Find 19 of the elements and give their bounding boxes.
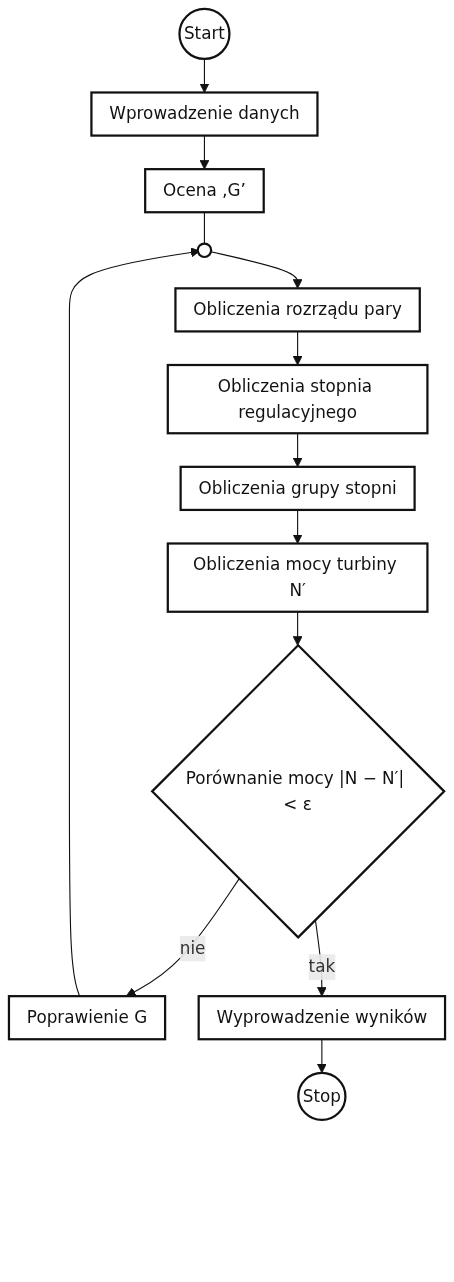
node-box: Ocena ‚G’ xyxy=(144,168,265,214)
node-box: Wyprowadzenie wyników xyxy=(197,995,447,1041)
arrow xyxy=(292,611,303,646)
node-box: Obliczenia rozrządu pary xyxy=(174,287,421,333)
arrow xyxy=(292,509,303,544)
arrow xyxy=(126,878,240,997)
node-box: Obliczenia stopnia regulacyjnego xyxy=(166,363,429,435)
edge-label: nie xyxy=(179,937,206,959)
node-diamond: Porównanie mocy |N − N′| < ε xyxy=(150,643,446,939)
node-box: Obliczenia grupy stopni xyxy=(179,465,416,512)
arrow xyxy=(199,135,210,170)
node-box: Obliczenia mocy turbiny N′ xyxy=(166,542,429,613)
node-circle: Start xyxy=(178,7,231,61)
node-circle: Stop xyxy=(297,1071,347,1122)
arrow xyxy=(199,58,210,93)
edge-label: tak xyxy=(308,956,336,977)
node-box: Poprawienie G xyxy=(7,995,167,1041)
node-box: Wprowadzenie danych xyxy=(90,91,319,137)
node-circle xyxy=(196,242,213,259)
